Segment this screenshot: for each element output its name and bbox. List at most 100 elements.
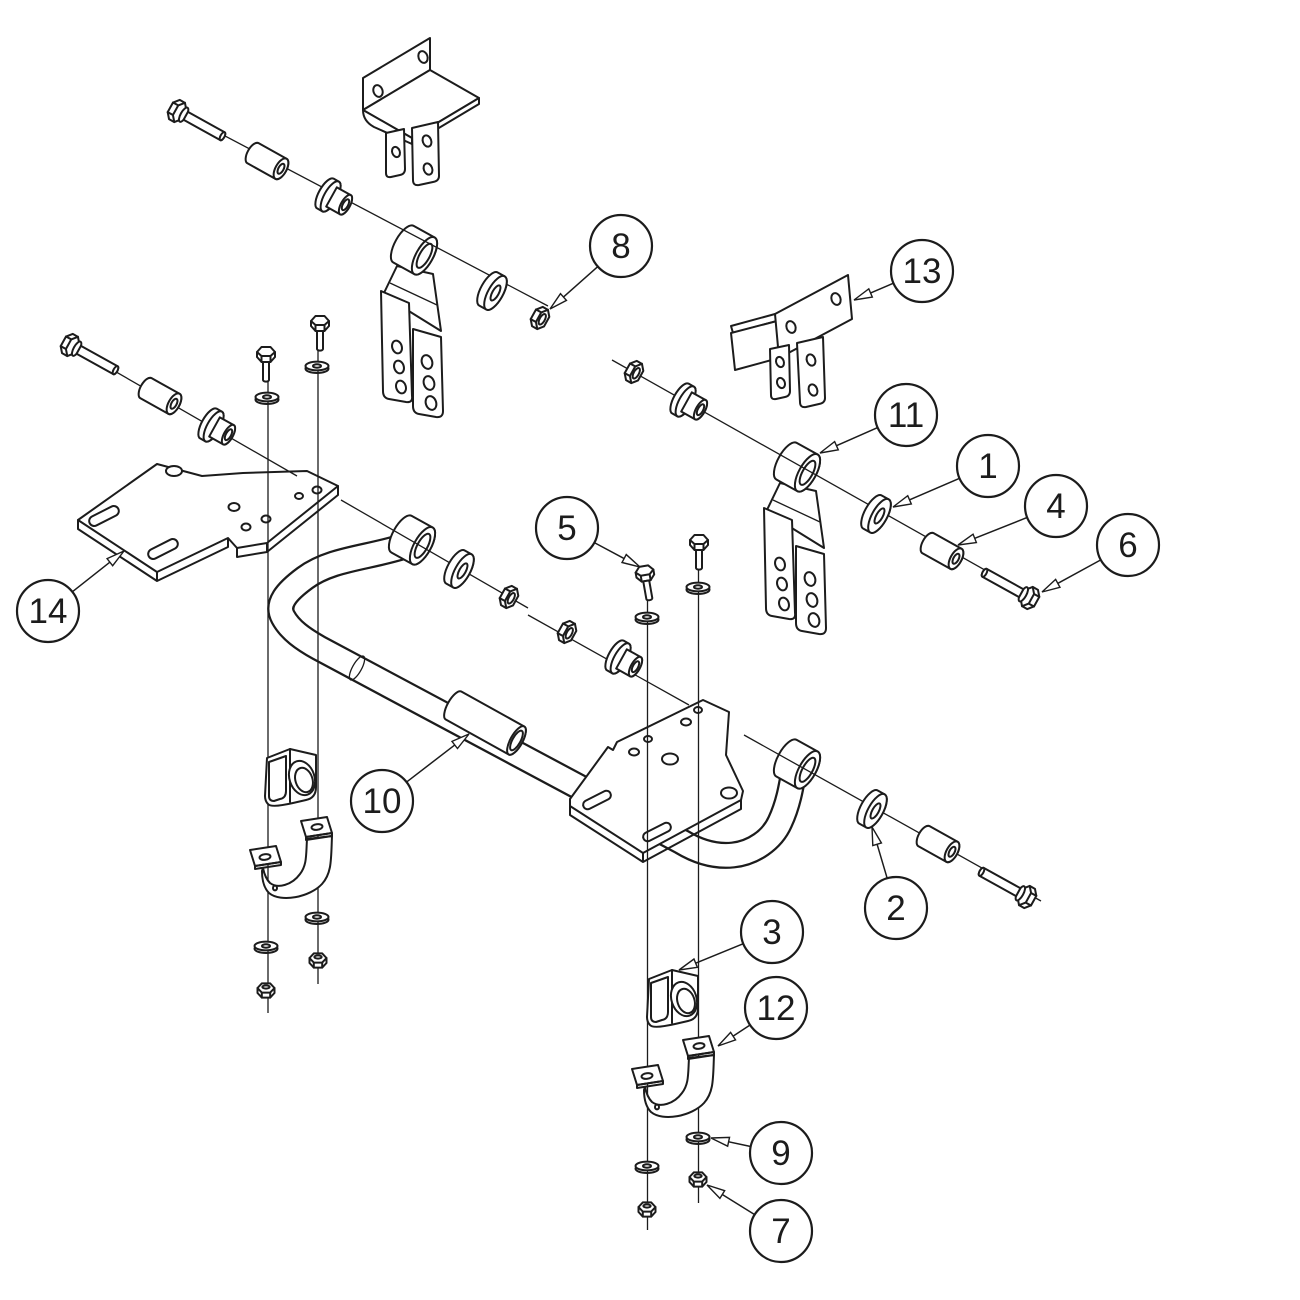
lock-nut (621, 357, 647, 387)
flat-washer (685, 581, 711, 595)
link-arm-top (381, 222, 443, 417)
tube-sleeve (443, 690, 527, 756)
callout-number: 4 (1046, 487, 1065, 526)
center-plate (569, 699, 744, 863)
callout-number: 6 (1118, 526, 1137, 565)
callout-balloon (873, 382, 939, 448)
leader-arrowhead (450, 733, 470, 750)
flat-washer (254, 391, 280, 405)
leader-arrowhead (871, 826, 883, 847)
vertical-hex-bolt-5 (633, 563, 660, 603)
callout-1: 1 (892, 433, 1021, 508)
right-clamp-cluster (631, 534, 715, 1218)
adapter-plate (77, 463, 339, 582)
leader-arrowhead (853, 287, 874, 301)
flat-washer (304, 360, 330, 374)
flanged-bushing (193, 404, 242, 453)
leader-line (559, 266, 599, 301)
lock-nut (308, 952, 328, 969)
callout-balloon (1095, 512, 1161, 578)
leader-arrowhead (819, 440, 840, 454)
mounting-bracket-13 (730, 274, 853, 409)
callout-number: 11 (888, 396, 924, 435)
leader-line (866, 282, 894, 296)
callout-10: 10 (349, 733, 470, 834)
flat-washer (438, 545, 480, 593)
callout-number: 14 (29, 592, 68, 631)
callout-balloon (15, 578, 81, 644)
spacer-sleeve (134, 374, 186, 418)
callout-number: 8 (611, 227, 630, 266)
sway-bar-bushing-left (264, 748, 321, 807)
hex-bolt (164, 96, 231, 148)
callout-balloon (955, 433, 1021, 499)
leader-arrowhead (549, 292, 568, 310)
tube-weld-seam (348, 655, 366, 681)
leader-arrowhead (710, 1136, 731, 1148)
hex-bolt-upper-right (976, 561, 1043, 613)
axis-1-hardware (164, 96, 553, 333)
callout-4: 4 (957, 473, 1089, 546)
callout-balloon (748, 1198, 814, 1264)
saddle-clamp-left (249, 816, 333, 900)
flat-washer (253, 940, 279, 954)
vertical-hex-bolt (689, 534, 709, 571)
callout-balloon (1023, 473, 1089, 539)
sway-bar-bushing-right (646, 969, 703, 1028)
flanged-bushing (600, 636, 649, 685)
callout-number: 13 (903, 252, 942, 291)
callout-number: 5 (557, 509, 576, 548)
sway-bar-weldment (267, 510, 827, 869)
callout-9: 9 (710, 1120, 814, 1186)
hex-bolt (973, 860, 1040, 912)
callout-5: 5 (534, 495, 641, 568)
callout-balloon (863, 875, 929, 941)
callout-number: 9 (771, 1134, 790, 1173)
flat-washer-lower-right (851, 785, 893, 833)
callout-balloon (588, 213, 654, 279)
flat-washer (634, 1160, 660, 1174)
leader-arrowhead (1041, 578, 1061, 593)
callout-8: 8 (549, 213, 654, 310)
leader-arrowhead (620, 553, 641, 568)
leader-line (71, 559, 114, 593)
leader-line (970, 516, 1028, 541)
callout-13: 13 (853, 238, 955, 304)
callout-number: 1 (978, 447, 997, 486)
spacer-sleeve (916, 529, 968, 573)
leader-line (593, 541, 629, 562)
lock-nut (496, 582, 522, 612)
callout-balloon (748, 1120, 814, 1186)
callout-balloon (534, 495, 600, 561)
lock-nut-top (527, 303, 553, 333)
z-bracket-top (362, 37, 480, 187)
lock-nut (637, 1201, 657, 1218)
callout-number: 10 (363, 782, 402, 821)
leader-line (875, 840, 888, 879)
callout-2: 2 (863, 826, 929, 941)
callout-12: 12 (717, 975, 809, 1047)
callout-balloon (743, 975, 809, 1041)
leader-line (1053, 559, 1102, 586)
callout-7: 7 (706, 1184, 814, 1264)
flat-washer (634, 611, 660, 625)
leader-line (718, 1191, 756, 1216)
leader-arrowhead (105, 550, 125, 567)
lock-nut (256, 982, 276, 999)
callout-number: 12 (757, 989, 796, 1028)
spacer-sleeve (912, 822, 964, 866)
callout-balloon (349, 768, 415, 834)
callout-number: 3 (762, 913, 781, 952)
leader-arrowhead (892, 494, 913, 508)
callout-11: 11 (819, 382, 939, 454)
callout-balloon (739, 899, 805, 965)
leader-arrowhead (706, 1184, 726, 1200)
lock-nut-bottom (688, 1171, 708, 1188)
flanged-bushing (310, 174, 359, 223)
leader-line (406, 741, 459, 783)
callout-6: 6 (1041, 512, 1161, 593)
callout-14: 14 (15, 550, 125, 644)
leader-arrowhead (678, 957, 699, 971)
